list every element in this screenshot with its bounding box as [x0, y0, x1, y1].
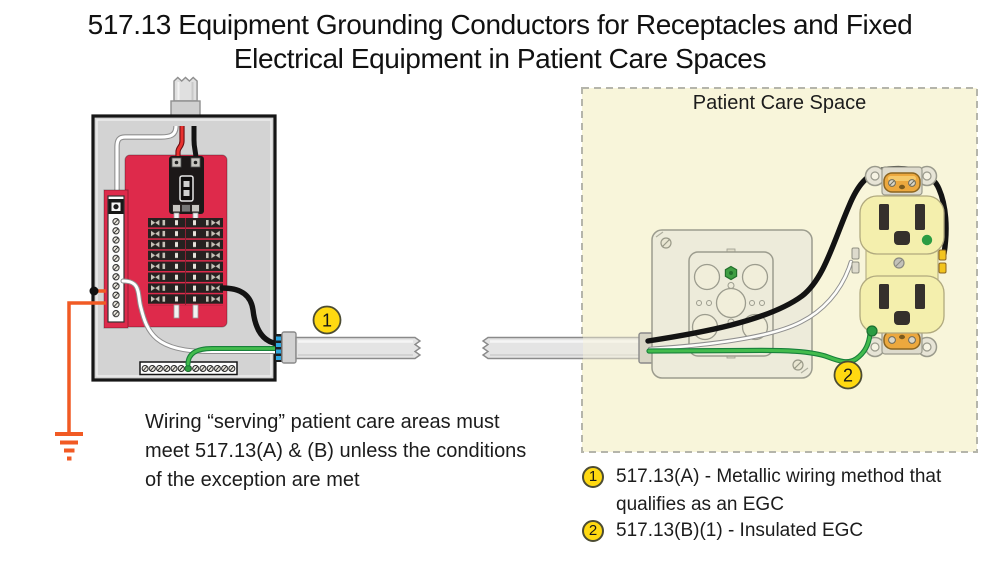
outlet-top — [859, 195, 945, 255]
branch-breaker-rows — [148, 218, 223, 319]
note-text-line-2: meet 517.13(A) & (B) unless the conditio… — [145, 440, 527, 462]
grounding-electrode-conductor — [55, 286, 106, 461]
supply-neutral-wire — [114, 125, 179, 200]
main-breaker — [169, 156, 204, 221]
receptacle-ground-screw-icon — [866, 325, 878, 337]
legend-marker-1: 1 — [582, 466, 604, 488]
breaker-panel — [91, 76, 285, 382]
marker-1-number: 1 — [322, 311, 332, 331]
neutral-wire — [121, 279, 284, 353]
neutral-side-terminal — [851, 247, 860, 260]
marker-2: 2 — [833, 360, 863, 390]
receptacle-top-strap — [864, 165, 938, 196]
brass-side-terminal — [938, 262, 947, 274]
note-text-line-1: Wiring “serving” patient care areas must — [145, 411, 500, 433]
legend-marker-2: 2 — [582, 520, 604, 542]
metal-conduit-run-1 — [275, 331, 422, 364]
note-text-line-3: of the exception are met — [145, 469, 360, 491]
legend-item-1-line-2: qualifies as an EGC — [616, 494, 784, 515]
hot-wire — [219, 285, 285, 347]
patient-care-space-label: Patient Care Space — [692, 92, 867, 114]
panel-branch-wires — [120, 278, 285, 367]
main-breaker-switch — [179, 175, 194, 202]
marker-2-number: 2 — [843, 366, 853, 386]
neutral-side-terminal — [851, 261, 860, 274]
neutral-bus-bar — [103, 189, 129, 329]
hospital-grade-green-dot-icon — [921, 234, 933, 246]
legend-item-2-line-1: 517.13(B)(1) - Insulated EGC — [616, 520, 864, 541]
bonding-point-dot — [89, 286, 99, 296]
page-title-line-1: 517.13 Equipment Grounding Conductors fo… — [87, 9, 913, 40]
neutral-wire — [648, 260, 853, 351]
equipment-ground-wire — [186, 347, 284, 366]
outlet-bottom — [859, 275, 945, 334]
box-to-receptacle-wires — [645, 165, 949, 352]
metal-conduit-run-2 — [481, 332, 654, 364]
earth-ground-symbol-icon — [55, 432, 83, 461]
receptacle-bottom-strap — [864, 327, 938, 358]
insulated-egc-wire — [646, 325, 878, 365]
marker-1: 1 — [312, 305, 342, 335]
legend-item-1-line-1: 517.13(A) - Metallic wiring method that — [616, 466, 942, 487]
duplex-receptacle — [851, 165, 947, 358]
page-title-line-2: Electrical Equipment in Patient Care Spa… — [233, 43, 767, 74]
junction-box — [651, 229, 813, 379]
brass-side-terminal — [938, 249, 947, 261]
hot-wire — [645, 165, 949, 344]
